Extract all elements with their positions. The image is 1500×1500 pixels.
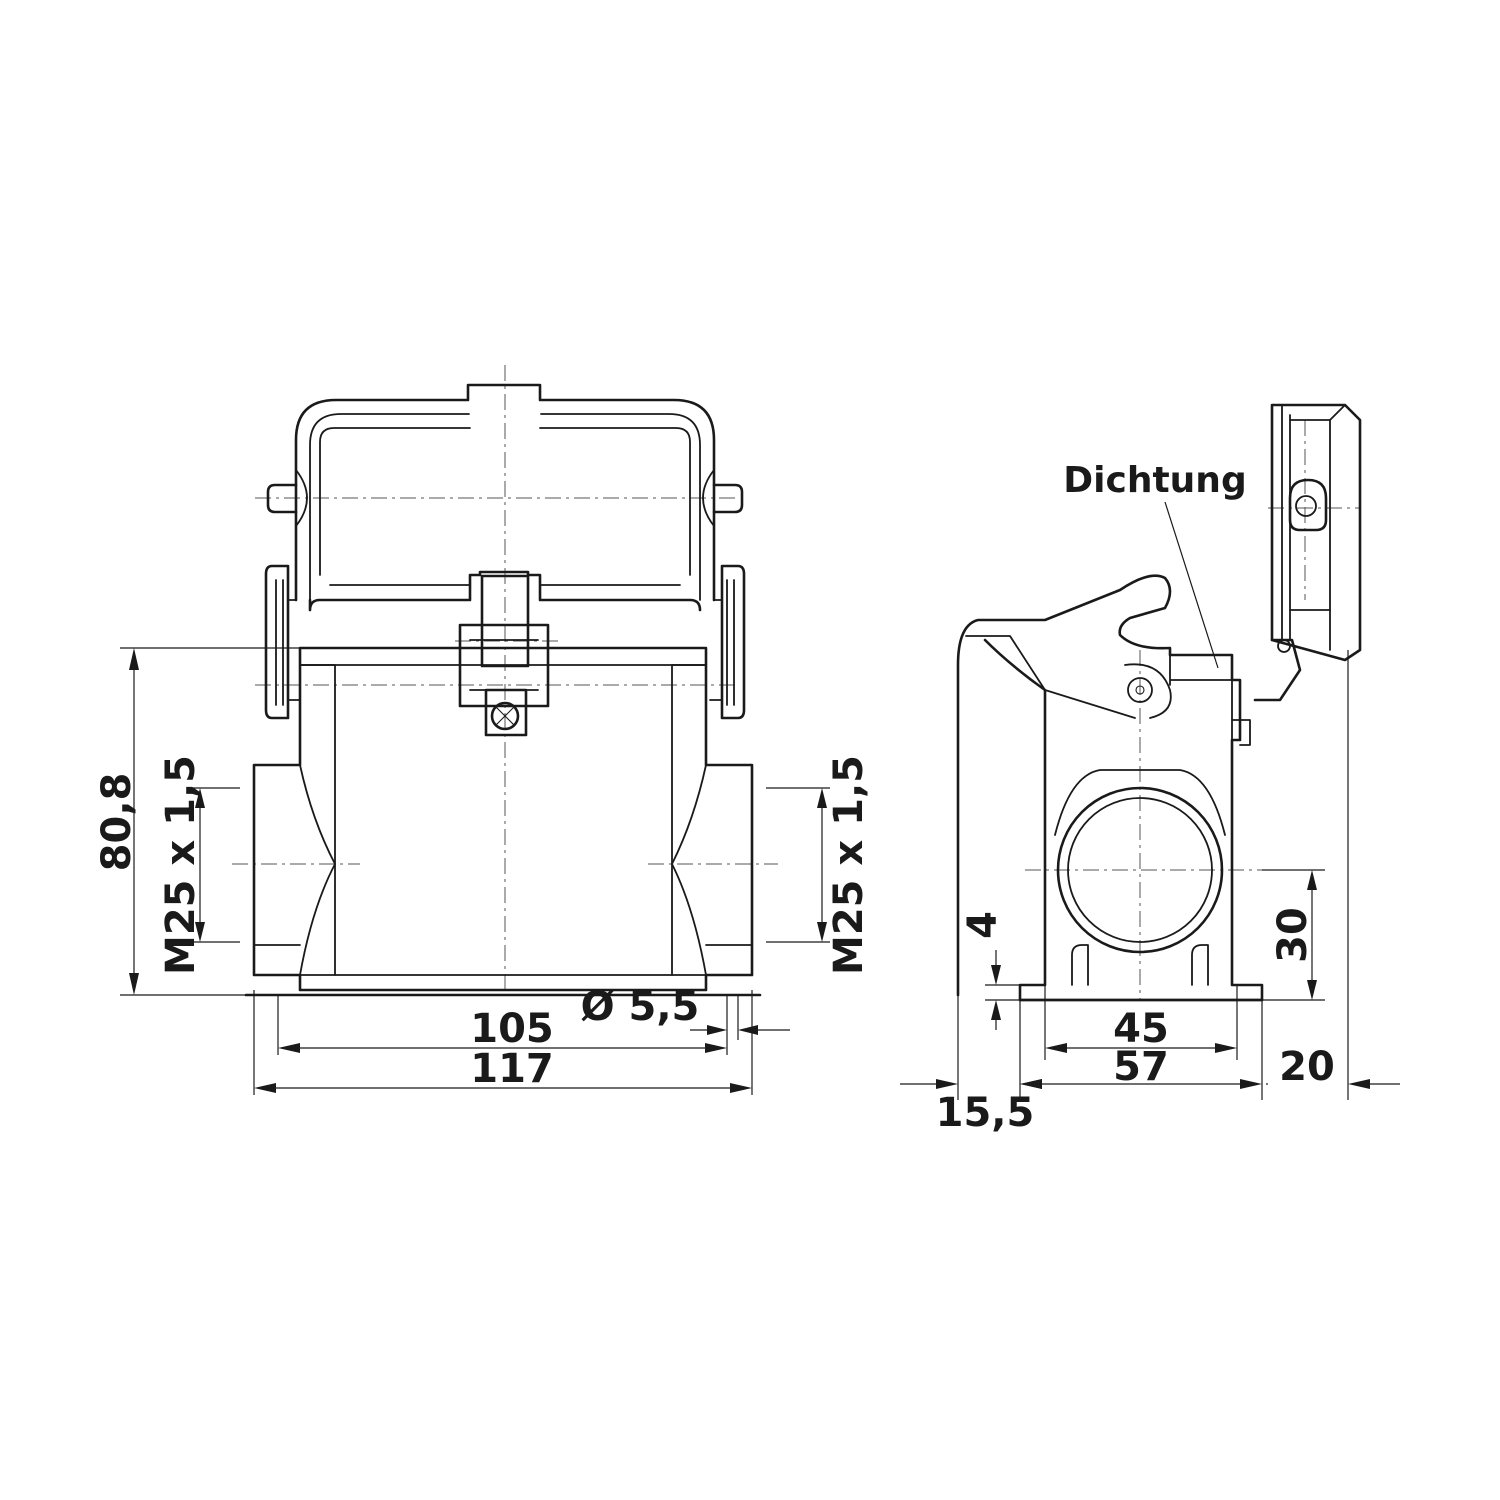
side-hole-spacing-label: 45 <box>1113 1006 1169 1052</box>
lock-block <box>458 574 550 737</box>
base-thickness-label: 4 <box>960 911 1006 939</box>
side-latch-guides <box>264 564 746 720</box>
hole-diameter-label: Ø 5,5 <box>581 984 700 1030</box>
opened-lid <box>1253 403 1362 702</box>
front-view <box>232 365 778 997</box>
front-centerlines <box>232 365 778 995</box>
seal-callout: Dichtung <box>1063 460 1247 669</box>
height-dimension-label: 80,8 <box>94 773 140 872</box>
front-dimensions: 80,8 M25 x 1,5 M25 x 1,5 105 117 <box>94 647 872 1095</box>
rear-offset-label: 15,5 <box>936 1090 1035 1136</box>
thread-right-label: M25 x 1,5 <box>826 755 872 975</box>
side-dimensions: 4 30 45 57 15,5 20 <box>900 650 1400 1136</box>
overall-width-label: 117 <box>470 1046 554 1092</box>
entry-height-label: 30 <box>1270 907 1316 963</box>
seal-label: Dichtung <box>1063 460 1246 501</box>
housing-body <box>244 646 762 997</box>
side-base-width-label: 57 <box>1113 1044 1169 1090</box>
locking-lever <box>266 383 744 612</box>
thread-left-label: M25 x 1,5 <box>158 755 204 975</box>
lid-offset-label: 20 <box>1279 1044 1335 1090</box>
hole-spacing-label: 105 <box>470 1006 554 1052</box>
